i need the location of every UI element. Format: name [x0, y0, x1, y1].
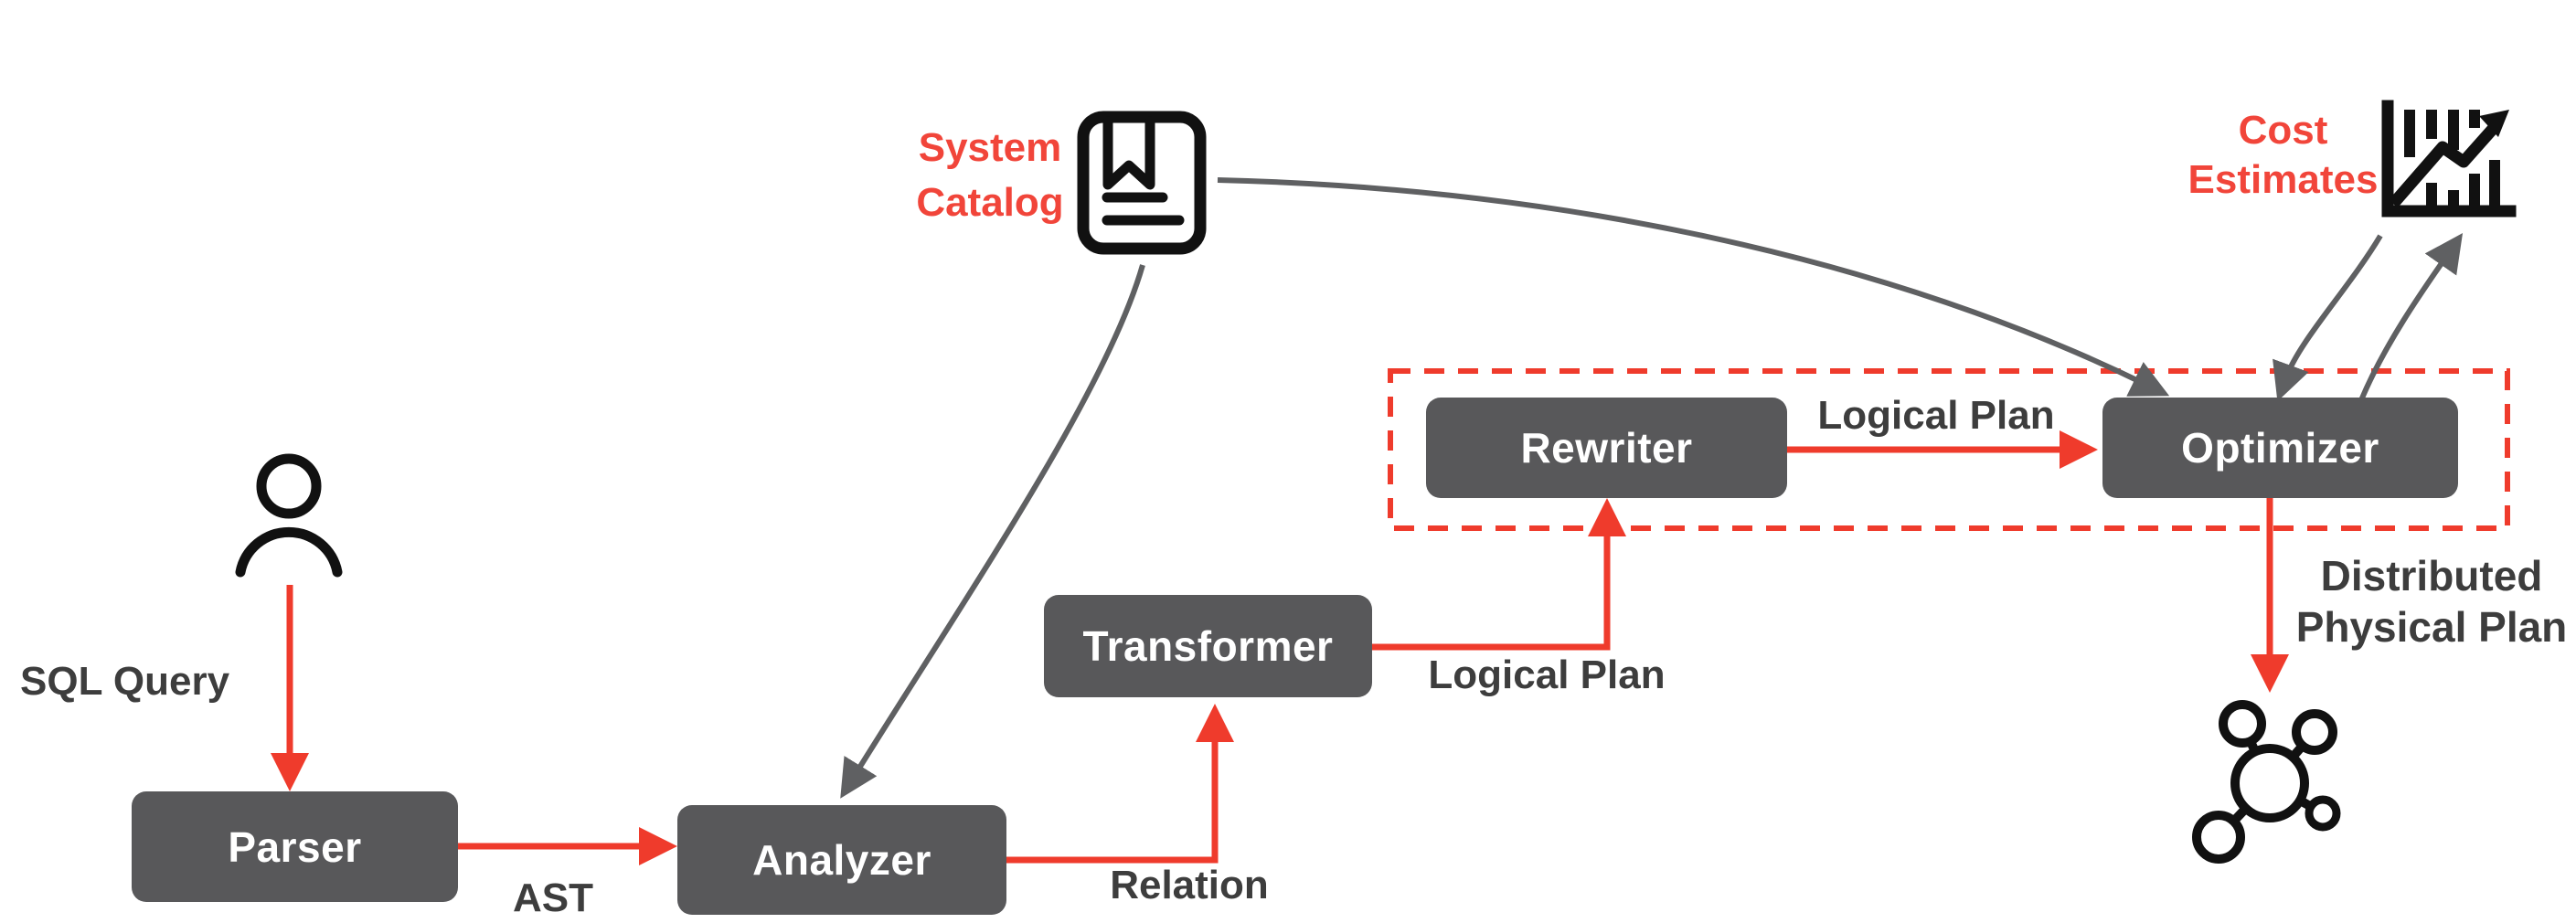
label-system-catalog: System Catalog [894, 121, 1086, 230]
network-cluster-icon [2192, 700, 2341, 864]
edge-label-sql-query: SQL Query [20, 659, 230, 704]
edge-label-distributed-physical-plan: Distributed Physical Plan [2281, 550, 2576, 652]
label-cost-estimates: Cost Estimates [2180, 106, 2386, 205]
curve-catalog-to-analyzer [840, 264, 1145, 799]
rewrite-optimize-group-border [1388, 368, 2510, 531]
system-catalog-line1: System [918, 125, 1062, 170]
node-optimizer: Optimizer [2102, 398, 2458, 498]
chart-trend-icon [2381, 100, 2517, 217]
curve-cost-to-optimizer [2273, 234, 2383, 402]
distributed-line2: Physical Plan [2295, 603, 2568, 651]
node-transformer: Transformer [1044, 595, 1372, 697]
node-rewriter: Rewriter [1426, 398, 1787, 498]
book-bookmark-icon [1077, 111, 1207, 255]
cost-estimates-line2: Estimates [2187, 157, 2379, 202]
user-icon [235, 453, 343, 578]
cost-estimates-line1: Cost [2238, 108, 2328, 153]
arrow-transformer-to-rewriter [1372, 498, 1626, 651]
system-catalog-line2: Catalog [916, 180, 1064, 225]
distributed-line1: Distributed [2320, 552, 2543, 599]
node-analyzer: Analyzer [677, 805, 1006, 915]
edge-label-logical-plan-rewriter: Logical Plan [1817, 393, 2055, 438]
curve-optimizer-to-cost [2358, 233, 2464, 402]
arrow-analyzer-to-transformer [1006, 704, 1234, 864]
edge-label-relation: Relation [1110, 863, 1269, 907]
edge-label-logical-plan-transformer: Logical Plan [1428, 652, 1666, 697]
edge-label-ast: AST [513, 875, 593, 920]
curve-catalog-to-optimizer [1217, 177, 2170, 397]
node-parser: Parser [132, 791, 458, 902]
